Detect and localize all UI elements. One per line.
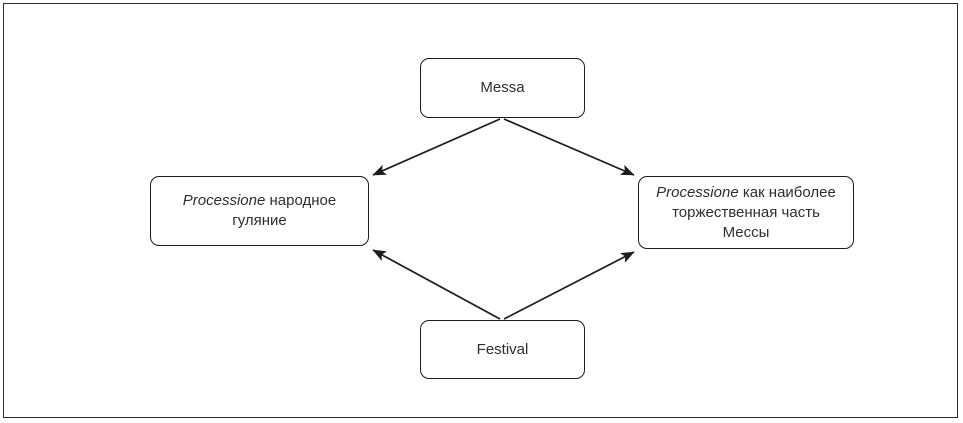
arrow-messa-to-right [503, 118, 635, 176]
node-left-label: Processione народное гуляние [173, 191, 346, 231]
node-messa[interactable]: Messa [420, 58, 585, 118]
node-processione-solemn-part-of-mass[interactable]: Processione как наиболее торжественная ча… [638, 176, 854, 249]
node-left-label-italic: Processione [182, 192, 266, 209]
node-right-label-line2: торжественная часть [672, 203, 820, 221]
arrow-festival-to-right [503, 251, 635, 320]
node-right-label-line3: Мессы [722, 223, 770, 241]
node-festival-label: Festival [476, 340, 529, 358]
node-messa-label: Messa [480, 79, 525, 96]
node-left-label-rest: народное [265, 192, 337, 209]
node-right-label: Processione как наиболее торжественная ча… [646, 183, 846, 243]
node-processione-popular-festivity[interactable]: Processione народное гуляние [150, 176, 369, 246]
node-festival[interactable]: Festival [420, 320, 585, 379]
arrow-messa-to-left [372, 118, 501, 176]
node-left-label-line2: гуляние [232, 212, 287, 229]
node-right-label-italic: Processione [656, 183, 739, 201]
node-right-label-rest: как наиболее [738, 183, 836, 201]
arrow-festival-to-left [372, 249, 501, 320]
